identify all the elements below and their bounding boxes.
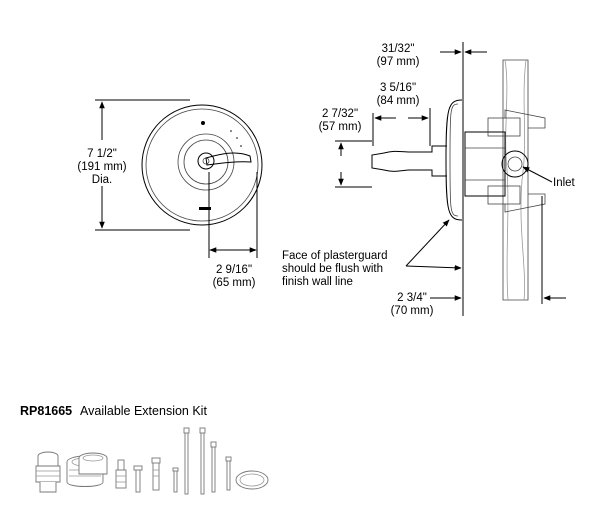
extension-kit-parts: [35, 427, 269, 495]
height-suffix: Dia.: [92, 174, 112, 186]
front-view-trim: [141, 104, 263, 226]
kit-model: RP81665: [20, 404, 72, 418]
side-overall-dimension: 31/32" (97 mm): [377, 43, 487, 68]
handle-mm: (84 mm): [377, 95, 420, 107]
handle-profile: [371, 145, 447, 177]
note-line-3: finish wall line: [282, 276, 353, 288]
kit-part-long-rod-3: [210, 441, 217, 493]
kit-description: Available Extension Kit: [80, 404, 207, 418]
height-label: 7 1/2": [87, 148, 117, 160]
inlet-callout: Inlet: [522, 166, 576, 189]
side-view-valve: [371, 42, 546, 316]
kit-part-extension-body: [35, 451, 61, 493]
plasterguard-note: Face of plasterguard should be flush wit…: [282, 219, 462, 288]
side-handle-dimension: 3 5/16" (84 mm): [372, 82, 431, 146]
trim-plate-inner: [145, 108, 259, 222]
kit-part-threaded-stem: [151, 457, 161, 491]
kit-part-o-ring: [235, 470, 269, 490]
note-line-1: Face of plasterguard: [282, 250, 387, 262]
height-mm: (191 mm): [77, 161, 126, 173]
handle-hub: [197, 152, 215, 170]
lever-handle: [205, 152, 252, 166]
trim-profile: [445, 99, 463, 221]
kit-part-adapter: [115, 459, 127, 489]
wall-stud: [502, 59, 529, 301]
stem-label: 2 7/32": [322, 108, 358, 120]
handle-label: 3 5/16": [380, 82, 416, 94]
handle-escutcheon: [177, 133, 235, 191]
kit-part-long-rod-2: [199, 427, 206, 495]
overall-label: 31/32": [382, 43, 415, 55]
note-line-2: should be flush with: [282, 263, 383, 275]
kit-part-sleeve: [78, 452, 108, 475]
depth-label: 2 9/16": [216, 264, 252, 276]
kit-part-small-rod: [172, 467, 179, 493]
stem-mm: (57 mm): [319, 121, 362, 133]
kit-part-short-pin: [133, 465, 143, 493]
side-stem-dimension: 2 7/32" (57 mm): [319, 108, 372, 188]
extension-kit-heading: RP81665 Available Extension Kit: [20, 404, 207, 418]
overall-mm: (97 mm): [377, 56, 420, 68]
valve-body: [464, 131, 506, 197]
inlet-label: Inlet: [553, 177, 576, 189]
brand-logo: [199, 207, 211, 210]
kit-part-pin: [225, 456, 232, 491]
wall-mm: (70 mm): [391, 305, 434, 317]
depth-mm: (65 mm): [213, 277, 256, 289]
front-height-dimension: 7 1/2" (191 mm) Dia.: [77, 99, 190, 231]
trim-plate-outer: [141, 104, 263, 226]
front-depth-dimension: 2 9/16" (65 mm): [208, 172, 258, 289]
kit-part-long-rod-1: [183, 427, 190, 495]
inlet-port: [501, 150, 529, 178]
side-wall-dimension: 2 3/4" (70 mm): [391, 196, 566, 317]
wall-label: 2 3/4": [397, 292, 427, 304]
indicator-dot: [201, 121, 205, 125]
